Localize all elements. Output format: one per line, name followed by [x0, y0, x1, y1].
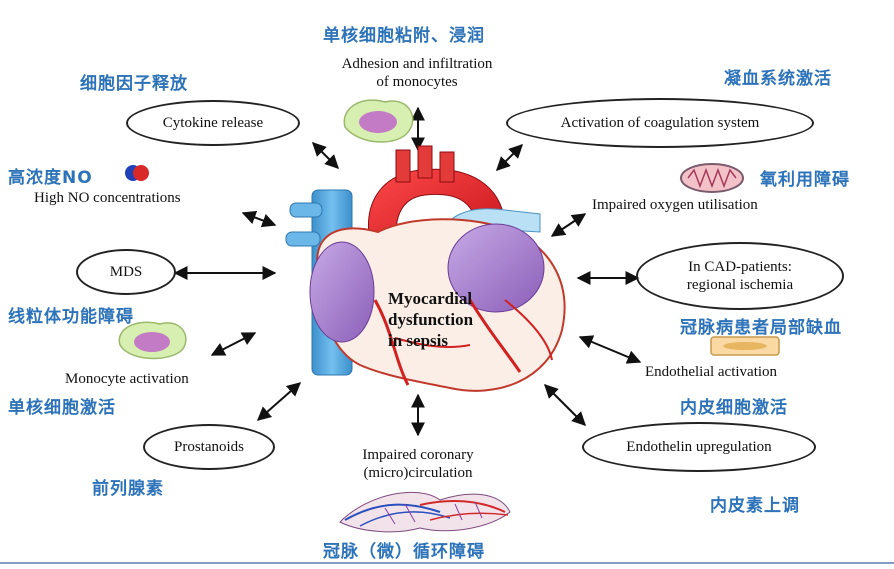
- oxygen-zh: 氧利用障碍: [760, 170, 850, 190]
- mds-oval: MDS: [76, 249, 176, 295]
- coronary-line-1: Impaired coronary: [362, 447, 474, 463]
- arrow-prostanoids: [256, 382, 302, 421]
- arrow-high-no: [241, 210, 277, 228]
- left-atrium: [447, 223, 545, 313]
- vena-cava-branch-2: [285, 231, 321, 247]
- bottom-rule: [0, 562, 894, 564]
- endothelin-oval: Endothelin upregulation: [582, 422, 816, 472]
- endothelial-label: Endothelial activation: [645, 364, 778, 380]
- monocyte-adhesion-line-2: of monocytes: [376, 74, 458, 90]
- aorta-branch-1: [395, 149, 411, 183]
- monocyte-cell-icon: [118, 321, 187, 360]
- high-no-label: High NO concentrations: [34, 190, 181, 206]
- coronary-label: Impaired coronary (micro)circulation: [320, 446, 516, 482]
- endothelial-cell-icon: [710, 336, 780, 356]
- cytokine-oval: Cytokine release: [126, 100, 300, 146]
- center-label-line-2: dysfunction: [388, 310, 474, 329]
- monocyte-adhesion-zh: 单核细胞粘附、浸润: [323, 26, 485, 46]
- mitochondrion-icon: [680, 163, 744, 193]
- cad-label: In CAD-patients: regional ischemia: [687, 258, 793, 294]
- mds-zh: 线粒体功能障碍: [8, 307, 134, 327]
- center-label: Myocardial dysfunction in sepsis: [388, 288, 473, 351]
- arrow-monocyte-activation: [210, 332, 257, 356]
- aorta-branch-2: [417, 145, 433, 179]
- aorta-branch-3: [439, 151, 455, 183]
- cad-line-1: In CAD-patients:: [688, 259, 792, 275]
- monocyte-cell-icon: [343, 99, 414, 143]
- coronary-zh: 冠脉（微）循环障碍: [323, 542, 485, 562]
- monocyte-adhesion-line-1: Adhesion and infiltration: [341, 56, 493, 72]
- prostanoids-oval: Prostanoids: [143, 424, 275, 470]
- vena-cava-branch: [289, 202, 323, 218]
- prostanoids-zh: 前列腺素: [92, 479, 164, 499]
- arrow-coagulation: [496, 144, 523, 171]
- mds-label: MDS: [109, 264, 143, 280]
- coronary-line-2: (micro)circulation: [363, 465, 473, 481]
- coagulation-label: Activation of coagulation system: [560, 115, 760, 131]
- arrow-cytokine: [312, 142, 339, 169]
- monocyte-activation-zh: 单核细胞激活: [8, 398, 116, 418]
- endothelial-zh: 内皮细胞激活: [680, 398, 788, 418]
- cad-zh: 冠脉病患者局部缺血: [680, 318, 842, 338]
- prostanoids-label: Prostanoids: [173, 439, 244, 455]
- right-atrium: [309, 241, 375, 343]
- cad-oval: In CAD-patients: regional ischemia: [636, 242, 844, 310]
- cytokine-zh: 细胞因子释放: [80, 74, 188, 94]
- monocyte-activation-label: Monocyte activation: [65, 371, 189, 387]
- center-label-line-1: Myocardial: [388, 289, 473, 308]
- capillary-network-icon: [339, 491, 511, 533]
- cad-line-2: regional ischemia: [686, 277, 794, 293]
- coronary-vessel-1: [373, 299, 410, 386]
- coronary-vessel-2: [468, 299, 522, 373]
- oxygen-label: Impaired oxygen utilisation: [592, 197, 758, 213]
- center-label-line-3: in sepsis: [388, 331, 448, 350]
- heart-illustration: [285, 145, 566, 392]
- cytokine-label: Cytokine release: [162, 115, 264, 131]
- endothelin-label: Endothelin upregulation: [626, 439, 772, 455]
- relation-arrows: [173, 106, 642, 437]
- coagulation-zh: 凝血系统激活: [724, 69, 832, 89]
- coronary-vessel-3: [394, 337, 471, 348]
- endothelin-zh: 内皮素上调: [710, 496, 800, 516]
- monocyte-adhesion-label: Adhesion and infiltration of monocytes: [307, 55, 527, 91]
- high-no-zh: 高浓度NO: [8, 168, 93, 188]
- no-molecule-icon: [125, 165, 149, 181]
- arrow-oxygen: [550, 213, 587, 237]
- arrow-endothelin: [544, 384, 586, 426]
- coagulation-oval: Activation of coagulation system: [506, 98, 814, 148]
- coronary-vessel-4: [504, 299, 553, 361]
- arrow-endothelial: [578, 335, 642, 364]
